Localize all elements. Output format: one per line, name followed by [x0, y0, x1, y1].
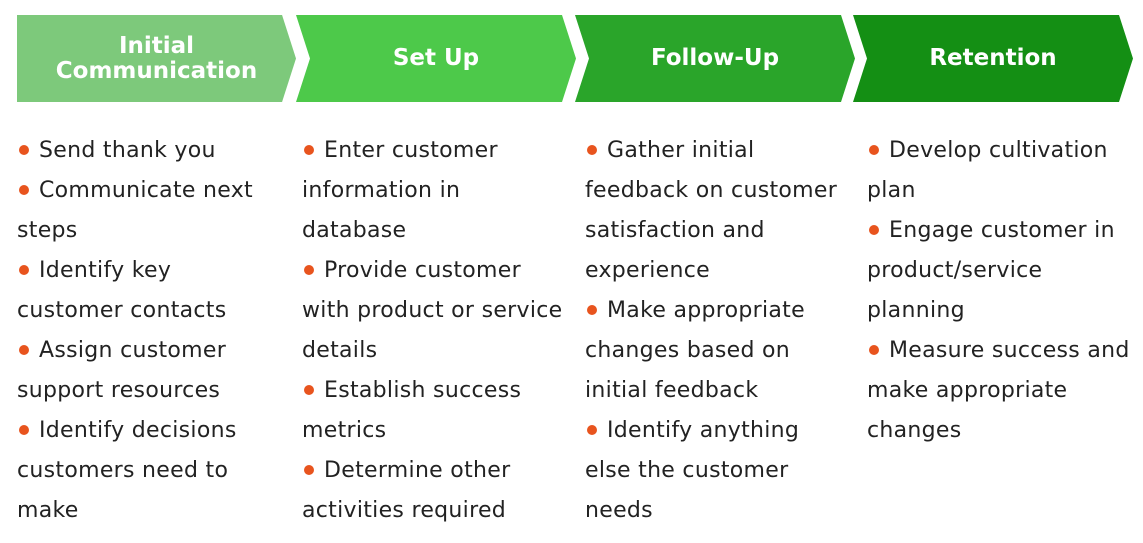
item-text: Identify key — [39, 258, 172, 283]
item-text: customer contacts — [17, 298, 227, 323]
bullet-list: Send thank you Communicate next steps Ide… — [17, 131, 287, 531]
stage-title-line: Communication — [55, 57, 258, 84]
bullet-dot-icon — [19, 265, 29, 275]
bullet-dot-icon — [19, 425, 29, 435]
item-text: Gather initial — [607, 138, 755, 163]
list-item: Provide customer with product or service d… — [302, 251, 572, 371]
bullet-dot-icon — [19, 185, 29, 195]
stage-details-follow-up: Gather initial feedback on customer satisf… — [585, 131, 855, 531]
item-text: with product or service — [302, 298, 563, 323]
stage-title: Set Up — [392, 45, 480, 71]
item-text: activities required — [302, 498, 507, 523]
item-text: details — [302, 338, 378, 363]
bullet-dot-icon — [304, 265, 314, 275]
list-item: Make appropriate changes based on initial … — [585, 291, 855, 411]
item-text: Provide customer — [324, 258, 521, 283]
item-text: changes based on — [585, 338, 791, 363]
stage-title: Initial Communication — [55, 32, 258, 84]
item-text: customers need to — [17, 458, 229, 483]
list-item: Assign customer support resources — [17, 331, 287, 411]
bullet-list: Gather initial feedback on customer satisf… — [585, 131, 855, 531]
item-text: product/service — [867, 258, 1043, 283]
list-item: Send thank you — [17, 131, 287, 171]
list-item: Measure success and make appropriate chang… — [867, 331, 1139, 451]
stage-details-set-up: Enter customer information in database Pro… — [302, 131, 572, 531]
item-text: metrics — [302, 418, 387, 443]
bullet-dot-icon — [869, 145, 879, 155]
item-text: Establish success — [324, 378, 522, 403]
bullet-dot-icon — [869, 225, 879, 235]
bullet-dot-icon — [304, 465, 314, 475]
item-text: plan — [867, 178, 916, 203]
item-text: support resources — [17, 378, 221, 403]
stage-details-retention: Develop cultivation plan Engage customer … — [867, 131, 1139, 451]
stage-details-initial-communication: Send thank you Communicate next steps Ide… — [17, 131, 287, 531]
item-text: database — [302, 218, 407, 243]
item-text: Identify anything — [607, 418, 800, 443]
item-text: experience — [585, 258, 710, 283]
stage-title-line: Initial — [118, 32, 195, 59]
bullet-dot-icon — [19, 145, 29, 155]
item-text: Assign customer — [39, 338, 227, 363]
stage-title: Follow-Up — [650, 45, 780, 71]
item-text: make appropriate — [867, 378, 1068, 403]
list-item: Communicate next steps — [17, 171, 287, 251]
list-item: Identify key customer contacts — [17, 251, 287, 331]
item-text: Measure success and — [889, 338, 1130, 363]
item-text: planning — [867, 298, 965, 323]
item-text: Make appropriate — [607, 298, 805, 323]
item-text: Determine other — [324, 458, 511, 483]
list-item: Engage customer in product/service plannin… — [867, 211, 1139, 331]
item-text: Engage customer in — [889, 218, 1115, 243]
list-item: Identify decisions customers need to make — [17, 411, 287, 531]
item-text: changes — [867, 418, 962, 443]
item-text: steps — [17, 218, 78, 243]
item-text: satisfaction and — [585, 218, 765, 243]
item-text: make — [17, 498, 79, 523]
stage-title: Retention — [929, 45, 1057, 71]
bullet-list: Enter customer information in database Pro… — [302, 131, 572, 531]
bullet-dot-icon — [304, 145, 314, 155]
list-item: Develop cultivation plan — [867, 131, 1139, 211]
stage-arrow-retention: Retention — [853, 15, 1133, 102]
stage-arrow-initial-communication: Initial Communication — [17, 15, 296, 102]
list-item: Identify anything else the customer needs — [585, 411, 855, 531]
item-text: Enter customer — [324, 138, 498, 163]
list-item: Gather initial feedback on customer satisf… — [585, 131, 855, 291]
bullet-dot-icon — [587, 145, 597, 155]
stage-arrow-follow-up: Follow-Up — [575, 15, 855, 102]
item-text: Send thank you — [39, 138, 216, 163]
item-text: Develop cultivation — [889, 138, 1108, 163]
item-text: information in — [302, 178, 461, 203]
item-text: feedback on customer — [585, 178, 838, 203]
list-item: Enter customer information in database — [302, 131, 572, 251]
bullet-dot-icon — [19, 345, 29, 355]
item-text: else the customer — [585, 458, 789, 483]
item-text: Communicate next — [39, 178, 253, 203]
bullet-dot-icon — [869, 345, 879, 355]
bullet-dot-icon — [304, 385, 314, 395]
stage-arrow-set-up: Set Up — [296, 15, 576, 102]
item-text: Identify decisions — [39, 418, 237, 443]
bullet-dot-icon — [587, 425, 597, 435]
item-text: needs — [585, 498, 653, 523]
bullet-dot-icon — [587, 305, 597, 315]
list-item: Establish success metrics — [302, 371, 572, 451]
item-text: initial feedback — [585, 378, 759, 403]
list-item: Determine other activities required — [302, 451, 572, 531]
bullet-list: Develop cultivation plan Engage customer … — [867, 131, 1139, 451]
